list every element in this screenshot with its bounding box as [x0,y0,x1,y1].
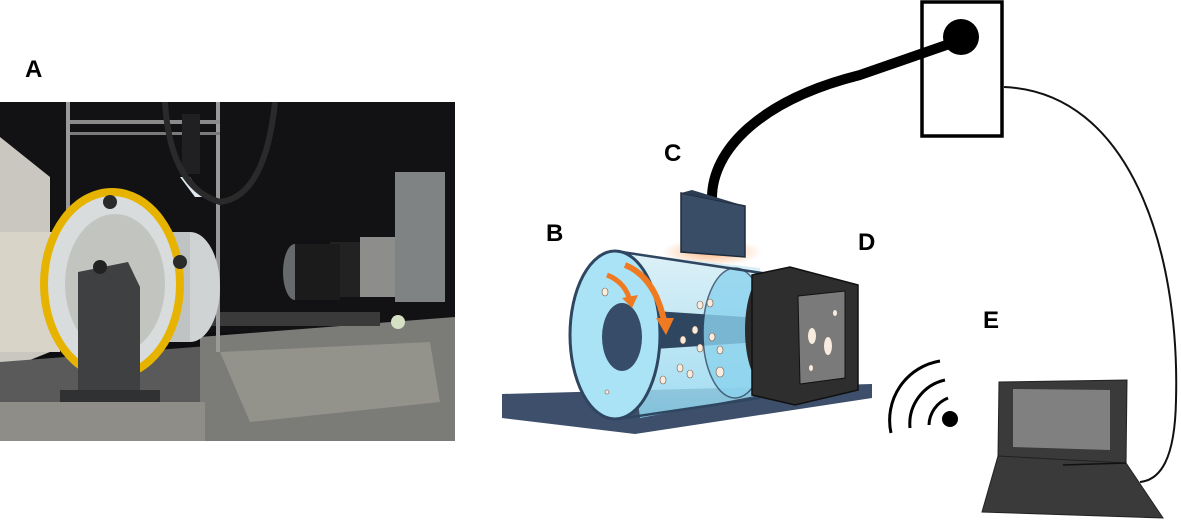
light-source-c [680,190,746,258]
wireless-signal-icon [888,359,949,434]
panel-label-d: D [858,229,876,256]
panel-label-c: C [664,140,682,167]
light-cable [707,37,960,203]
setup-photograph [0,102,455,441]
laptop-e [981,379,1164,519]
panel-label-b: B [546,220,564,247]
data-cable [1003,86,1178,483]
panel-label-e: E [983,307,1000,334]
power-control-box [920,0,1004,138]
camera-d [745,266,859,406]
panel-label-a: A [25,56,43,83]
